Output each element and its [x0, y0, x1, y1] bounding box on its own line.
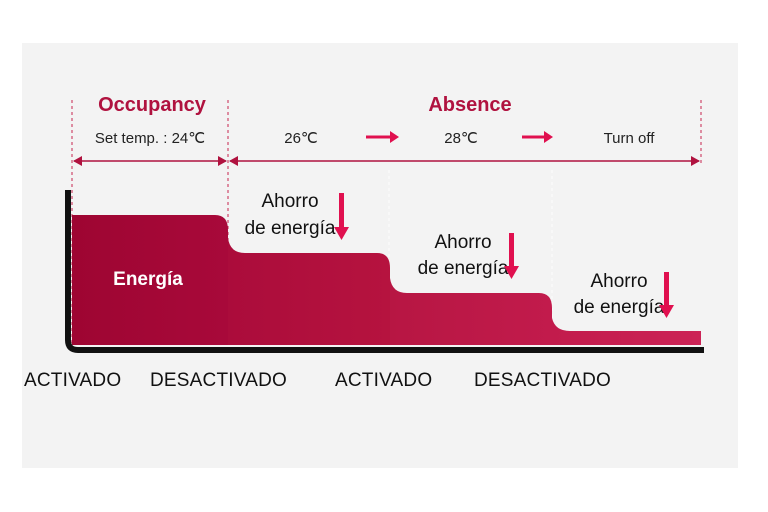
step-arrow-icon [366, 131, 399, 143]
saving-label-3-line2: de energía [574, 297, 665, 318]
chart-axis [65, 190, 704, 353]
saving-label-2-line1: Ahorro [434, 232, 491, 253]
energy-bar-step-1 [228, 238, 390, 345]
down-arrow-icon [504, 233, 519, 279]
down-arrow-icon [659, 272, 674, 318]
absence-step-1: 26℃ [284, 130, 318, 147]
state-label-1: ACTIVADO [24, 370, 122, 391]
saving-label-3-line1: Ahorro [590, 271, 647, 292]
occupancy-span-arrow [73, 156, 227, 166]
energy-bar-occupancy [72, 215, 228, 345]
occupancy-setpoint: Set temp. : 24℃ [95, 130, 205, 147]
absence-step-2: 28℃ [444, 130, 478, 147]
absence-step-3: Turn off [604, 130, 656, 147]
saving-label-2-line2: de energía [418, 258, 509, 279]
absence-title: Absence [428, 94, 511, 116]
state-label-2: DESACTIVADO [150, 370, 287, 391]
saving-label-1-line1: Ahorro [261, 191, 318, 212]
step-arrow-icon [522, 131, 553, 143]
down-arrow-icon [334, 193, 349, 240]
saving-label-1-line2: de energía [245, 218, 336, 239]
energy-bar-step-2 [390, 278, 552, 345]
energy-label: Energía [113, 269, 183, 290]
state-label-3: ACTIVADO [335, 370, 433, 391]
absence-span-arrow [229, 156, 700, 166]
state-label-4: DESACTIVADO [474, 370, 611, 391]
occupancy-title: Occupancy [98, 94, 207, 116]
energy-bar-step-3 [552, 318, 701, 345]
